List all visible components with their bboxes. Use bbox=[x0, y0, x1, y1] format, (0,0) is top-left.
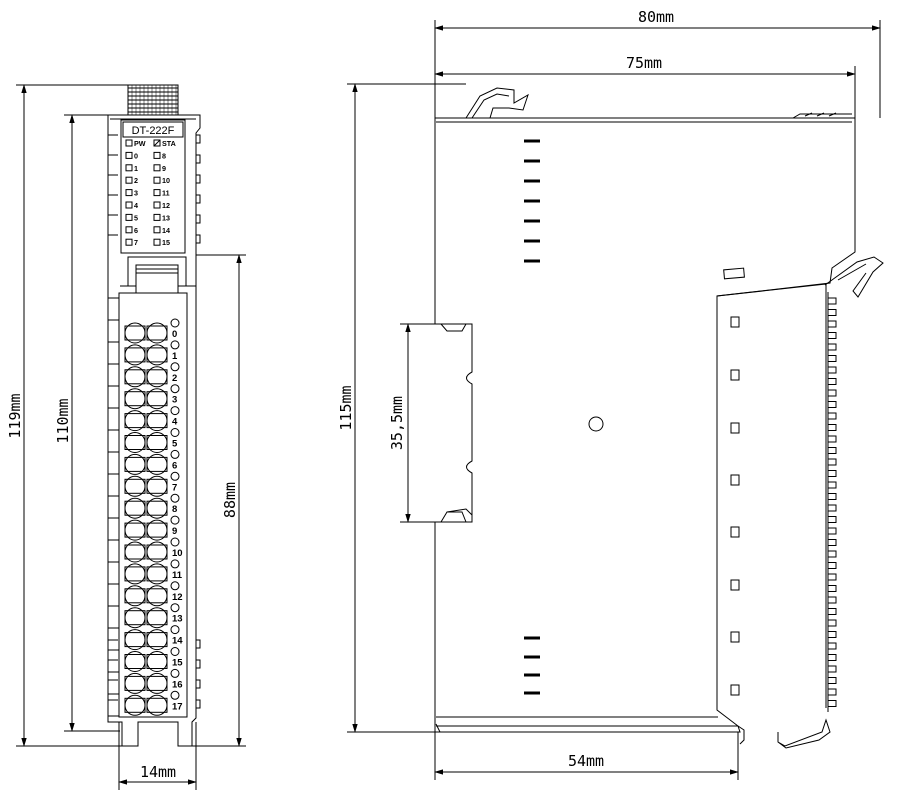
side-view bbox=[434, 87, 884, 749]
led-label-right: STA bbox=[162, 139, 176, 148]
release-latch bbox=[120, 256, 196, 294]
ventilation-slots bbox=[524, 139, 540, 695]
terminal-teeth bbox=[828, 297, 837, 707]
dim-depth-overall: 80mm bbox=[638, 8, 674, 26]
terminal-number: 7 bbox=[172, 482, 177, 493]
dim-width-front: 14mm bbox=[140, 763, 176, 781]
led-label-right: 13 bbox=[162, 213, 170, 222]
terminal-number: 15 bbox=[172, 658, 183, 669]
led-label-left: 1 bbox=[134, 164, 138, 173]
release-lever bbox=[824, 256, 884, 298]
terminal-number: 1 bbox=[172, 351, 178, 362]
side-dimensions: 80mm 75mm 115mm 35,5mm 54mm bbox=[337, 8, 881, 780]
led-label-right: 10 bbox=[162, 176, 170, 185]
terminal-number: 12 bbox=[172, 592, 183, 603]
terminal-screw-slots bbox=[730, 316, 740, 696]
terminal-number: 14 bbox=[172, 636, 183, 647]
led-label-right: 12 bbox=[162, 201, 170, 210]
dim-rail-width: 35,5mm bbox=[388, 396, 406, 450]
housing-fins bbox=[108, 134, 201, 717]
terminal-number: 4 bbox=[172, 417, 178, 428]
led-label-right: 8 bbox=[162, 151, 166, 160]
front-dimensions: 119mm 110mm 88mm 14mm bbox=[6, 84, 246, 790]
led-label-left: 0 bbox=[134, 151, 138, 160]
led-label-right: 9 bbox=[162, 164, 166, 173]
side-housing-outline bbox=[434, 117, 856, 733]
terminal-number: 3 bbox=[172, 395, 177, 406]
dim-depth-body: 75mm bbox=[626, 54, 662, 72]
led-label-left: 4 bbox=[134, 201, 138, 210]
terminal-number: 13 bbox=[172, 614, 183, 625]
terminal-number: 10 bbox=[172, 548, 183, 559]
led-label-right: 15 bbox=[162, 238, 170, 247]
led-label-left: PW bbox=[134, 139, 146, 148]
top-connector bbox=[127, 84, 179, 116]
terminal-number: 16 bbox=[172, 679, 183, 690]
terminal-number: 9 bbox=[172, 526, 177, 537]
terminal-number: 17 bbox=[172, 701, 183, 712]
mounting-hole bbox=[588, 416, 604, 432]
led-label-left: 7 bbox=[134, 238, 138, 247]
dim-height-overall: 119mm bbox=[6, 393, 24, 438]
led-panel bbox=[120, 119, 186, 254]
terminal-strip bbox=[118, 292, 188, 718]
led-label-left: 2 bbox=[134, 176, 138, 185]
terminal-number: 2 bbox=[172, 373, 177, 384]
terminal-number: 5 bbox=[172, 439, 178, 450]
dim-depth-front: 54mm bbox=[568, 752, 604, 770]
led-label-left: 5 bbox=[134, 213, 138, 222]
dim-height-terminal: 88mm bbox=[221, 482, 239, 518]
model-label: DT-222F bbox=[132, 125, 175, 137]
dim-height-body: 110mm bbox=[54, 398, 72, 443]
bottom-clip bbox=[777, 718, 831, 749]
led-label-left: 6 bbox=[134, 226, 138, 235]
terminal-number: 0 bbox=[172, 329, 177, 340]
terminal-number: 6 bbox=[172, 460, 177, 471]
dim-height-side: 115mm bbox=[337, 385, 355, 430]
led-indicator-grid: PW STA 0 8 1 9 2 10 3 11 4 12 5 13 6 14 7 15 bbox=[125, 139, 176, 247]
led-label-left: 3 bbox=[134, 189, 138, 198]
terminal-number: 11 bbox=[172, 570, 183, 581]
model-label-box bbox=[122, 121, 184, 138]
led-label-right: 14 bbox=[162, 226, 170, 235]
led-label-right: 11 bbox=[162, 189, 170, 198]
terminal-number: 8 bbox=[172, 504, 177, 515]
top-clip bbox=[465, 87, 529, 119]
